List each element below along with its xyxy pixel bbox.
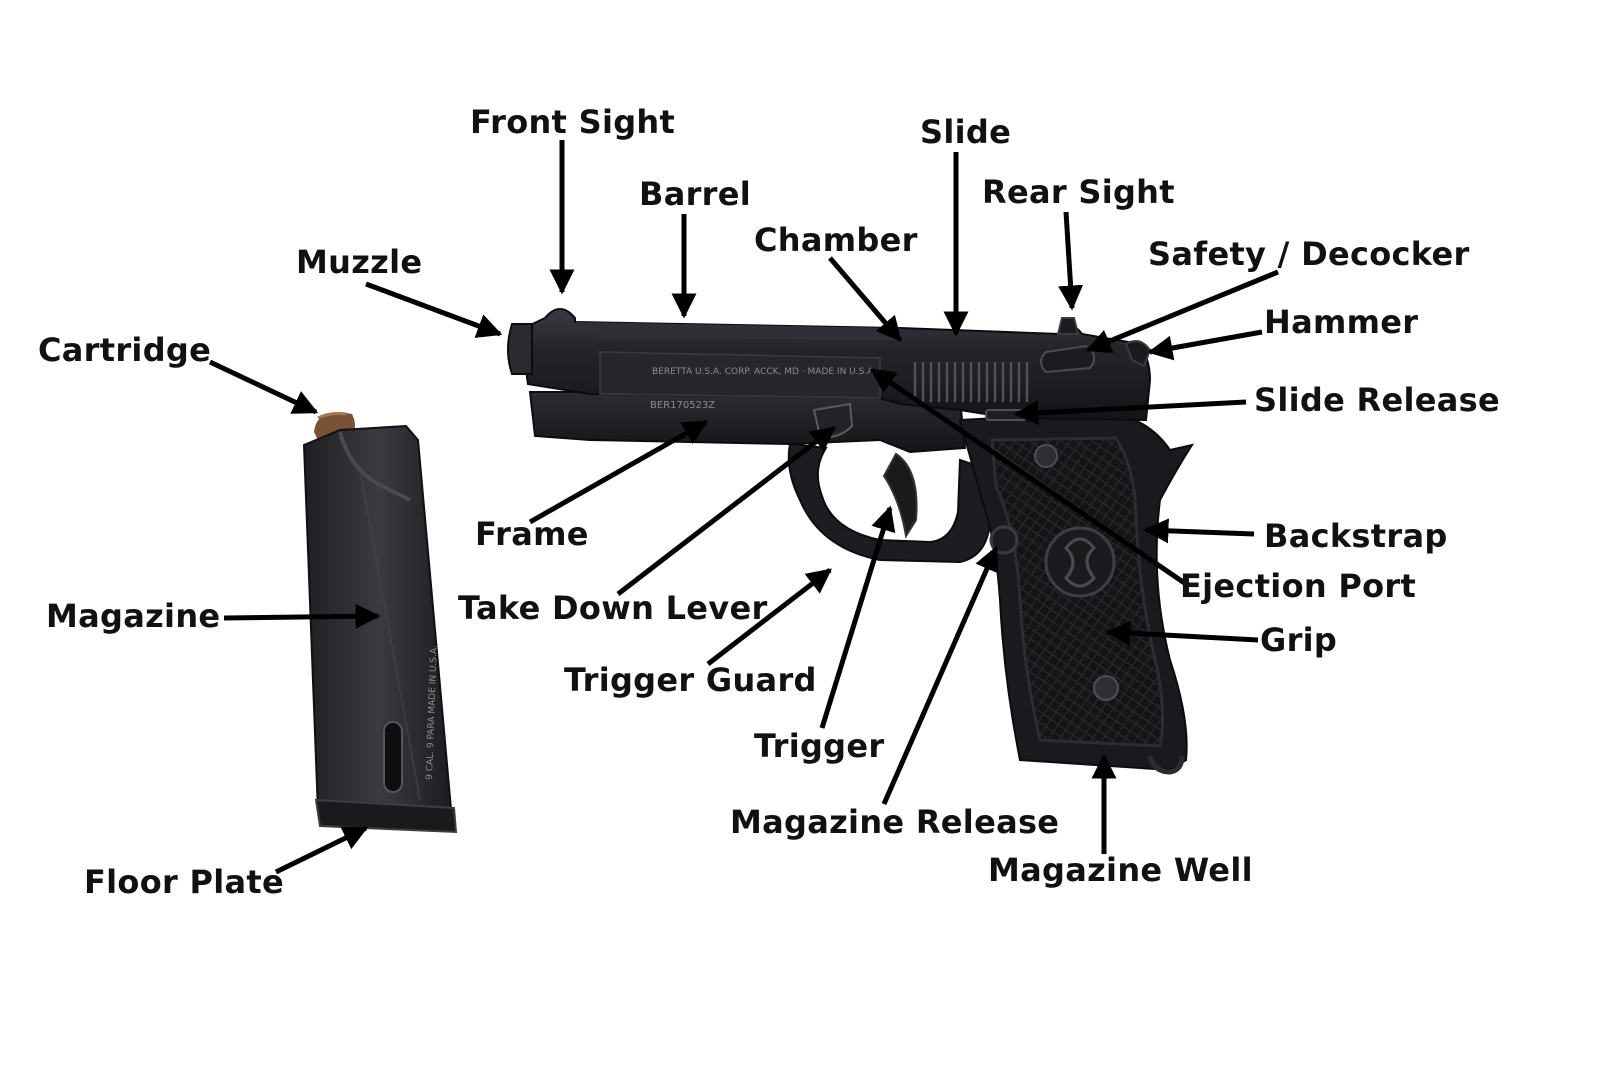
label-barrel: Barrel: [639, 175, 752, 213]
label-front-sight: Front Sight: [470, 103, 676, 141]
rear-sight: [1056, 317, 1080, 335]
arrow-rear-sight: [1058, 211, 1084, 311]
arrow-magazine-release: [881, 545, 999, 806]
arrow-backstrap: [1143, 518, 1255, 544]
arrow-grip: [1105, 620, 1259, 646]
leader-arrows: [208, 140, 1279, 875]
label-trigger: Trigger: [754, 727, 885, 765]
grip-screw-top: [1034, 444, 1058, 468]
label-magazine: Magazine: [46, 597, 221, 635]
grip-medallion: [1044, 526, 1116, 598]
arrow-trigger: [819, 505, 896, 729]
arrow-safety-decocker: [1085, 269, 1279, 354]
label-hammer: Hammer: [1264, 303, 1419, 341]
arrow-trigger-guard: [706, 568, 832, 666]
label-take-down-lever: Take Down Lever: [458, 589, 768, 627]
grip-screw-bottom: [1093, 675, 1119, 701]
label-rear-sight: Rear Sight: [982, 173, 1175, 211]
slide-engraving: BERETTA U.S.A. CORP. ACCK, MD · MADE IN …: [652, 367, 876, 377]
barrel-top: [575, 322, 900, 340]
trigger-guard-shape: [787, 442, 991, 564]
muzzle-face: [507, 323, 533, 375]
arrow-magazine: [223, 603, 381, 629]
slide-cutout: [599, 351, 881, 399]
label-magazine-release: Magazine Release: [730, 803, 1060, 841]
arrow-slide-release: [1013, 399, 1247, 426]
label-chamber: Chamber: [754, 221, 918, 259]
magazine-witness-slot: [383, 721, 403, 793]
arrow-frame: [528, 419, 709, 525]
label-muzzle: Muzzle: [296, 243, 423, 281]
pistol-illustration: BERETTA U.S.A. CORP. ACCK, MD · MADE IN …: [507, 308, 1195, 775]
arrow-chamber: [828, 256, 902, 342]
hammer: [1124, 340, 1152, 368]
magazine-floor-plate: [314, 798, 458, 834]
label-floor-plate: Floor Plate: [84, 863, 285, 901]
label-grip: Grip: [1260, 621, 1338, 659]
magazine-engraving: 9 CAL. 9 PARA MADE IN U.S.A.: [425, 645, 440, 780]
arrow-take-down-lever: [616, 426, 836, 596]
trigger-shape: [882, 452, 918, 539]
arrow-ejection-port: [869, 367, 1188, 587]
slide-serrations: [913, 362, 1029, 402]
label-safety-decocker: Safety / Decocker: [1148, 235, 1470, 273]
arrow-floor-plate: [274, 825, 369, 875]
take-down-lever-shape: [812, 402, 854, 438]
label-frame: Frame: [475, 515, 589, 553]
arrow-muzzle: [365, 281, 503, 338]
label-ejection-port: Ejection Port: [1180, 567, 1417, 605]
label-slide-release: Slide Release: [1254, 381, 1500, 419]
label-magazine-well: Magazine Well: [988, 851, 1253, 889]
label-backstrap: Backstrap: [1264, 517, 1448, 555]
arrow-cartridge: [208, 359, 319, 415]
label-trigger-guard: Trigger Guard: [564, 661, 817, 699]
label-cartridge: Cartridge: [38, 331, 212, 369]
serial-number: BER170523Z: [650, 400, 715, 411]
magazine-illustration: 9 CAL. 9 PARA MADE IN U.S.A.: [302, 412, 458, 834]
label-slide: Slide: [920, 113, 1012, 151]
arrow-hammer: [1147, 329, 1263, 361]
